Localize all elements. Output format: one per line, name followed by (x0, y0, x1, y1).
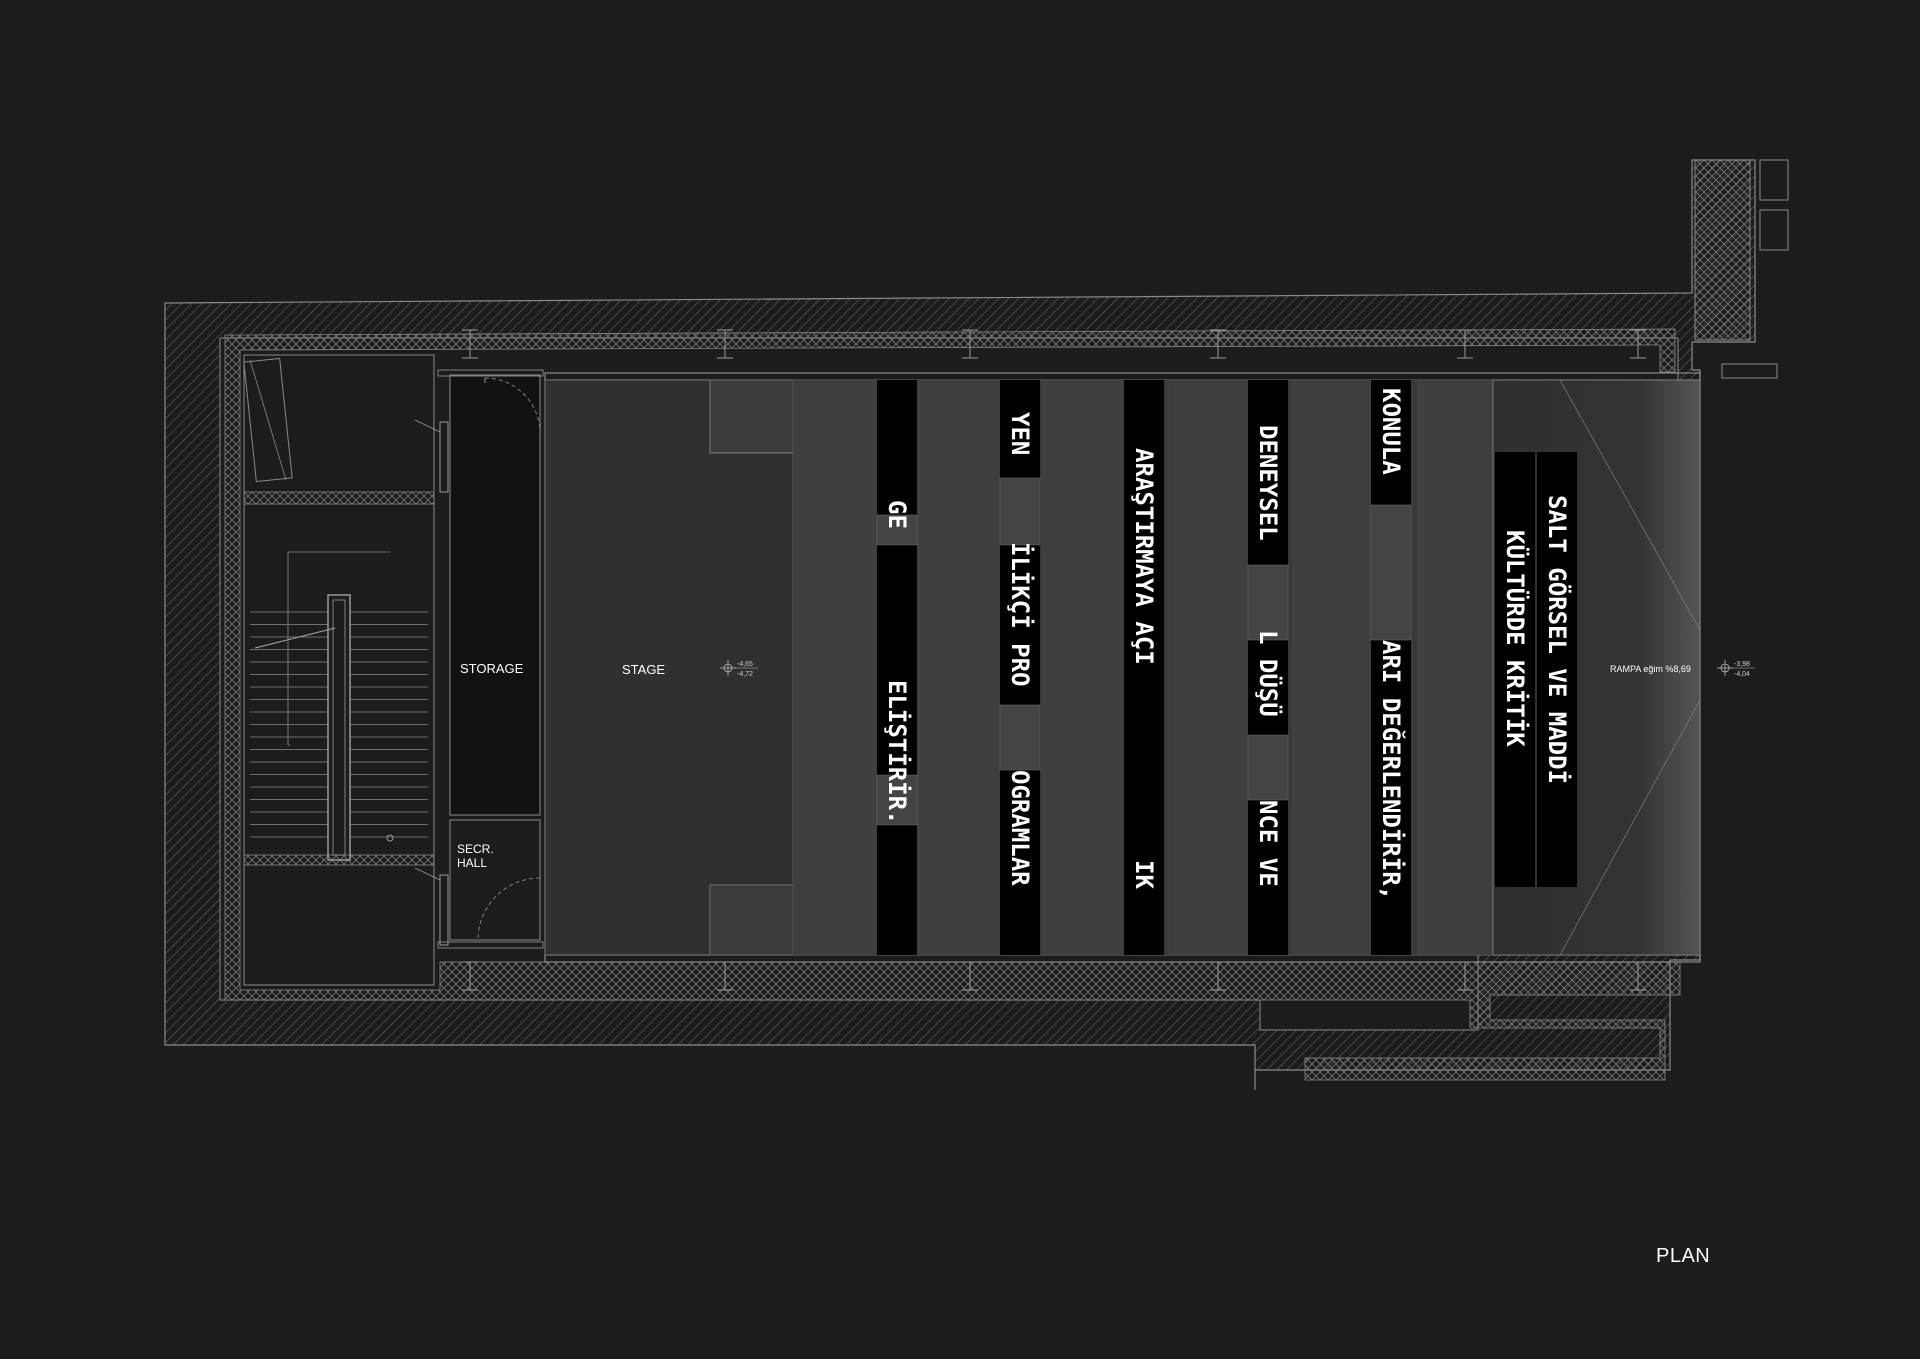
ramp-level-bottom: -4,04 (1734, 671, 1750, 678)
banner-text: OGRAMLAR (1006, 770, 1034, 886)
secr-hall-label-2: HALL (457, 856, 487, 870)
storage-label: STORAGE (460, 661, 524, 676)
banner-text: L DÜŞÜ (1254, 630, 1284, 717)
banner-text: ARI DEĞERLENDİRİR, (1377, 640, 1407, 900)
banner-strip (1371, 380, 1411, 955)
banner-gap (876, 514, 918, 546)
banner-text: NCE VE (1254, 800, 1282, 887)
banner-strip (1000, 380, 1040, 955)
banner-gap (1247, 564, 1289, 641)
stage-level-top: -4,65 (737, 661, 753, 668)
banner-strip (1248, 380, 1288, 955)
level-marker-stage: -4,65 -4,72 (720, 660, 758, 678)
stage-level-bottom: -4,72 (737, 671, 753, 678)
banner-text: ARAŞTIRMAYA AÇI (1130, 448, 1158, 665)
storage-room (414, 369, 544, 949)
banner-text: DENEYSEL (1254, 425, 1282, 541)
banner-strip (1537, 452, 1577, 887)
banner-text: GE (883, 500, 911, 529)
banner-strip (1124, 380, 1164, 955)
stage-label: STAGE (622, 662, 665, 677)
banner-gap (1370, 504, 1412, 641)
stairwell (243, 354, 435, 986)
plan-title: PLAN (1656, 1245, 1711, 1267)
banner-text: IK (1130, 860, 1158, 889)
banner-gap (876, 774, 918, 826)
banner-gap (999, 477, 1041, 546)
banner-strip (877, 380, 917, 955)
banner-gap (1247, 734, 1289, 801)
level-marker-ramp: -3,98 -4,04 (1717, 660, 1755, 678)
banner-text: YEN (1006, 412, 1034, 455)
banner-text: ELİŞTİRİR. (883, 680, 912, 825)
banner-text: KÜLTÜRDE KRİTİK (1501, 530, 1531, 747)
secr-hall-label-1: SECR. (457, 842, 494, 856)
banner-text: KONULA (1377, 388, 1405, 475)
banner-text: İLİKÇİ PRO (1006, 542, 1035, 687)
banner-text: SALT GÖRSEL VE MADDİ (1543, 495, 1573, 784)
ramp-label: RAMPA eğim %8,69 (1610, 664, 1691, 674)
banner-strips: GE ELİŞTİRİR. YEN İLİKÇİ PRO OGRAMLAR ARAŞTIR… (876, 380, 1577, 955)
banner-strip (1495, 452, 1535, 887)
banner-gap (999, 704, 1041, 771)
ramp-level-top: -3,98 (1734, 661, 1750, 668)
